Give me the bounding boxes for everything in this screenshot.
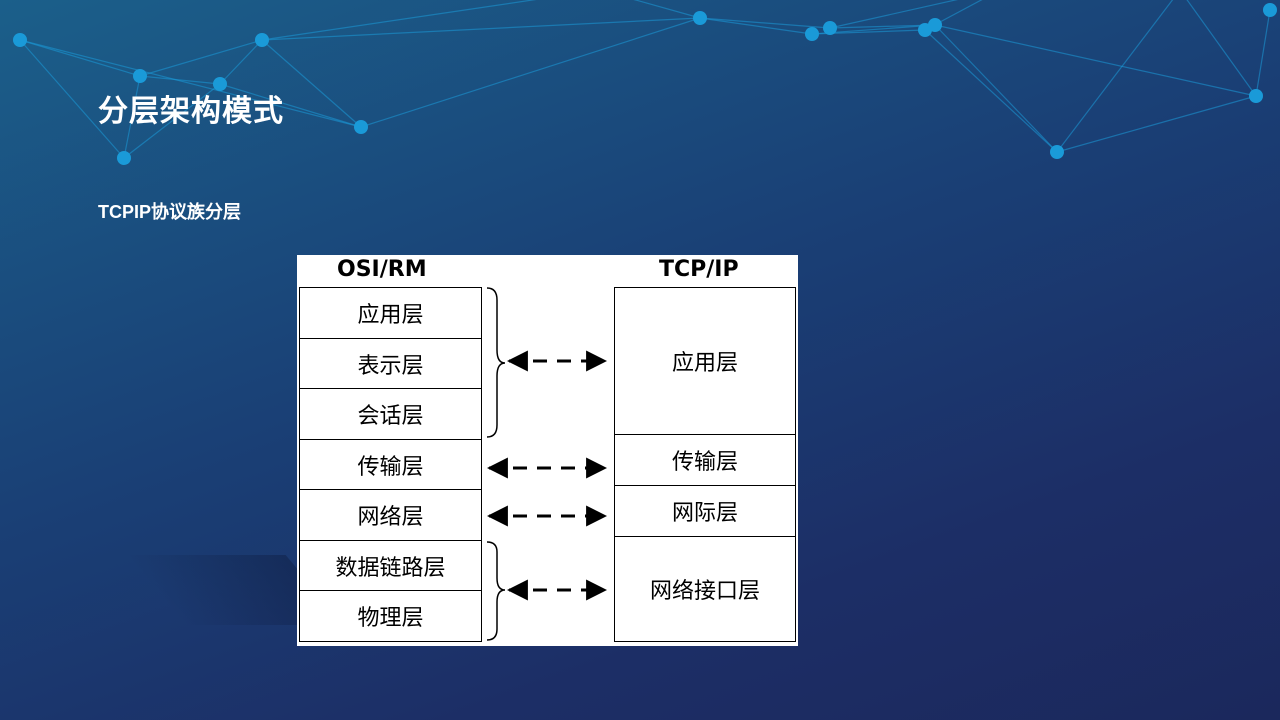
network-node bbox=[1263, 3, 1277, 17]
network-edge bbox=[261, 0, 537, 41]
network-edge bbox=[1255, 9, 1271, 97]
network-node bbox=[928, 18, 942, 32]
slide-subtitle: TCPIP协议族分层 bbox=[98, 202, 242, 222]
network-edge bbox=[360, 17, 701, 128]
network-edge bbox=[699, 17, 813, 35]
network-edge bbox=[123, 75, 141, 159]
network-node bbox=[823, 21, 837, 35]
network-edge bbox=[829, 0, 959, 29]
network-node bbox=[693, 11, 707, 25]
network-edge bbox=[19, 39, 141, 77]
network-node bbox=[133, 69, 147, 83]
network-edge bbox=[19, 39, 362, 128]
osi-header: OSI/RM bbox=[337, 257, 427, 282]
network-node bbox=[117, 151, 131, 165]
network-edge bbox=[1186, 0, 1257, 97]
network-edge bbox=[934, 24, 1257, 97]
network-edge bbox=[261, 17, 701, 41]
network-edge bbox=[123, 83, 221, 159]
network-node bbox=[213, 77, 227, 91]
network-node bbox=[354, 120, 368, 134]
osi-layer-datalink: 数据链路层 bbox=[299, 540, 482, 591]
slide-title: 分层架构模式 bbox=[98, 95, 284, 128]
network-edge bbox=[934, 24, 1058, 153]
network-edge bbox=[633, 0, 701, 19]
network-edge bbox=[219, 39, 263, 85]
brace-upper bbox=[486, 287, 506, 438]
layer-diagram: OSI/RM TCP/IP 应用层 表示层 会话层 传输层 网络层 数据链路层 … bbox=[297, 255, 798, 646]
layer-connectors bbox=[486, 287, 608, 641]
network-edge bbox=[1056, 95, 1257, 153]
network-edge bbox=[139, 75, 221, 85]
tcpip-layer-network-interface: 网络接口层 bbox=[614, 536, 796, 642]
osi-layer-physical: 物理层 bbox=[299, 590, 482, 642]
network-edge bbox=[924, 29, 1058, 153]
network-node bbox=[805, 27, 819, 41]
network-edge bbox=[219, 83, 362, 128]
network-edge bbox=[139, 39, 263, 77]
network-edge bbox=[19, 39, 125, 159]
network-edge bbox=[699, 17, 831, 29]
network-edge bbox=[261, 39, 362, 128]
brace-lower bbox=[486, 541, 506, 641]
network-edge bbox=[1056, 0, 1174, 153]
tcpip-layer-application: 应用层 bbox=[614, 287, 796, 435]
network-node bbox=[1050, 145, 1064, 159]
tcpip-header: TCP/IP bbox=[659, 257, 739, 282]
osi-layer-network: 网络层 bbox=[299, 489, 482, 541]
network-node bbox=[13, 33, 27, 47]
network-node bbox=[1249, 89, 1263, 103]
network-node bbox=[255, 33, 269, 47]
network-edge bbox=[829, 24, 936, 29]
